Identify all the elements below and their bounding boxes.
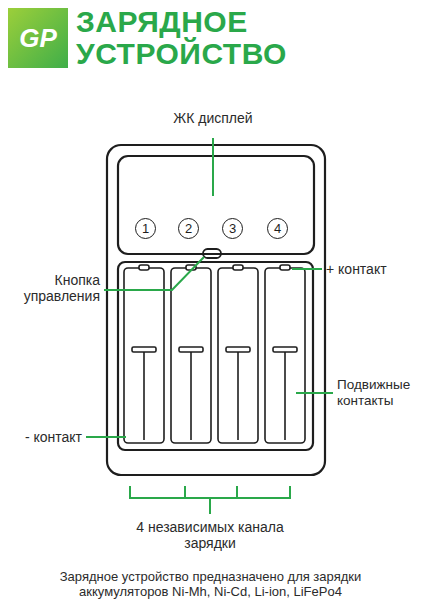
node-text: 4 — [274, 221, 281, 236]
brand-logo: GP — [8, 8, 68, 68]
channel-number: 1 — [135, 218, 156, 239]
leader-line — [292, 268, 322, 270]
display-panel — [118, 156, 314, 254]
battery-slot — [265, 268, 305, 443]
channel-number: 2 — [178, 218, 199, 239]
title: ЗАРЯДНОЕ УСТРОЙСТВО — [76, 6, 376, 71]
node-text: 3 — [229, 221, 236, 236]
callout-label: + контакт — [326, 261, 416, 277]
battery-slot — [124, 268, 164, 443]
plus-contact — [280, 265, 290, 270]
callout-label: Кнопка управления — [8, 272, 100, 304]
callout-label: ЖК дисплей — [153, 110, 273, 126]
callout-label: Подвижные контакты — [337, 377, 417, 408]
channel-bracket — [209, 498, 211, 514]
leader-line — [212, 138, 214, 196]
bracket-label: 4 независимых канала зарядки — [135, 519, 285, 551]
battery-slot — [218, 268, 258, 443]
control-button — [203, 249, 221, 258]
channel-bracket — [184, 486, 186, 498]
movable-contact — [179, 347, 203, 352]
node-text: 2 — [185, 221, 192, 236]
channel-bracket — [130, 486, 290, 498]
leader-line — [296, 392, 333, 394]
slider-rail — [284, 352, 286, 440]
plus-contact — [139, 265, 149, 270]
movable-contact — [226, 347, 250, 352]
callout-label: - контакт — [10, 429, 82, 445]
node-text: 1 — [142, 221, 149, 236]
battery-slot — [171, 268, 211, 443]
plus-contact — [233, 265, 243, 270]
channel-bracket — [236, 486, 238, 498]
slider-rail — [143, 352, 145, 440]
channel-number: 4 — [267, 218, 288, 239]
movable-contact — [132, 347, 156, 352]
movable-contact — [273, 347, 297, 352]
leader-line — [104, 257, 204, 290]
leader-line — [86, 436, 126, 438]
node-text: GP — [19, 23, 57, 54]
channel-number: 3 — [222, 218, 243, 239]
slider-rail — [190, 352, 192, 440]
caption: Зарядное устройство предназначено для за… — [30, 570, 391, 600]
slider-rail — [237, 352, 239, 440]
charger-housing — [107, 145, 325, 475]
